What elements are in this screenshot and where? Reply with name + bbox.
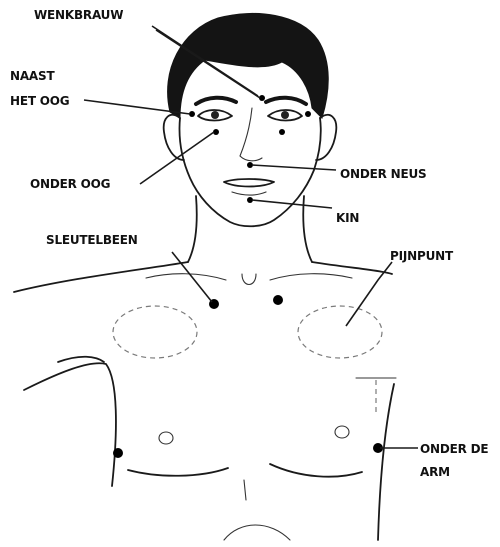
point-naast-oog-right (305, 111, 311, 117)
neck-left (188, 196, 197, 262)
right-nipple (335, 426, 349, 438)
left-pectoral-area (113, 306, 197, 358)
label-onder-neus: ONDER NEUS (340, 167, 426, 181)
left-shoulder (14, 262, 188, 292)
point-sleutelbeen-right (273, 295, 283, 305)
mouth (224, 179, 274, 187)
label-wenkbrauw: WENKBRAUW (34, 8, 123, 22)
face-outline (179, 118, 320, 226)
label-naast: NAAST (10, 69, 55, 83)
abdomen-arc (224, 525, 290, 540)
left-arm-outer (58, 357, 104, 362)
jugular-notch (242, 274, 256, 285)
point-onder-arm-left (113, 448, 123, 458)
label-onder-de: ONDER DE (420, 442, 488, 456)
right-pectoral-area (298, 306, 382, 358)
point-onder-oog-right (279, 129, 285, 135)
left-nipple (159, 432, 173, 444)
label-pijnpunt: PIJNPUNT (390, 249, 454, 263)
right-shoulder (312, 262, 392, 274)
right-clavicle (270, 274, 352, 280)
right-pec-line (270, 464, 362, 477)
label-onder-oog: ONDER OOG (30, 177, 110, 191)
left-ear (164, 115, 184, 160)
label-sleutelbeen: SLEUTELBEEN (46, 233, 138, 247)
label-arm: ARM (420, 465, 450, 479)
label-kin: KIN (336, 211, 359, 225)
right-eyebrow (266, 98, 306, 104)
labels: WENKBRAUW NAAST HET OOG ONDER OOG ONDER … (10, 8, 488, 479)
right-arm-outline (378, 384, 394, 540)
label-het-oog: HET OOG (10, 94, 69, 108)
left-clavicle (146, 274, 226, 280)
nose (240, 108, 262, 161)
human-figure (14, 13, 396, 540)
left-eyebrow (196, 98, 236, 104)
left-arm-outline (24, 363, 116, 486)
left-pec-line (128, 468, 228, 476)
